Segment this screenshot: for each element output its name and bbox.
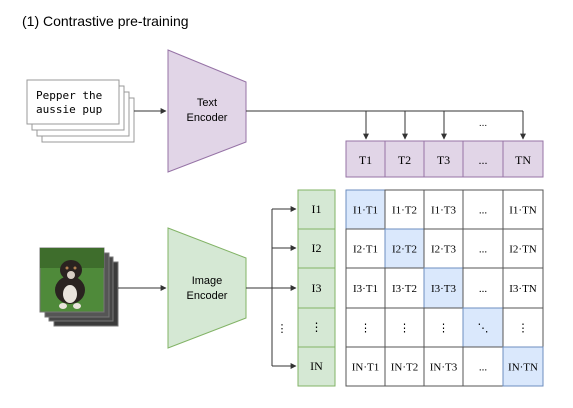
matrix-cell [345,228,386,269]
matrix-cell-label: I3·T3 [431,283,457,295]
image-feature-cell-I3 [297,267,336,309]
matrix-cell-label: ... [479,362,488,374]
matrix-cell-label: IN·T1 [352,362,380,374]
matrix-cell-label: I1·T2 [392,205,417,217]
matrix-cell [423,228,464,269]
input-text-stack: Pepper the aussie pup [26,79,135,143]
matrix-cell-diagonal [345,189,386,230]
dog-paw-left [59,303,67,309]
input-text-line-1: Pepper the [36,89,102,102]
dog-eye-left [65,266,69,270]
matrix-cell-label: ⋱ [478,323,489,335]
matrix-cell-diagonal [384,228,425,269]
dog-photo-grass-shadow [40,248,104,268]
image-feature-cell-ellipsis [297,307,336,348]
matrix-cell [423,346,464,387]
image-feature-label-I3: I3 [312,281,322,295]
input-text-line-2: aussie pup [36,103,102,116]
matrix-cell-diagonal [502,346,544,387]
text-encoder-label-line-1: Text [197,97,217,109]
matrix-cell [462,267,504,309]
input-image-stack [39,247,119,327]
matrix-cell-label: ... [479,205,488,217]
matrix-cell [502,267,544,309]
matrix-cell-label: I2·TN [509,244,537,256]
text-feature-label-TN: TN [515,153,531,167]
matrix-cell-label: IN·T2 [391,362,419,374]
text-feature-row: T1 T2 T3 ... TN [345,140,544,178]
image-feature-cell-IN [297,346,336,387]
matrix-cell-label: IN·TN [508,362,538,374]
matrix-cell [502,307,544,348]
image-encoder-label-line-2: Encoder [187,290,228,302]
text-feature-label-T1: T1 [359,153,372,167]
matrix-cell-label: ⋮ [399,323,410,335]
dog-eye-right [73,266,77,270]
text-feature-label-T2: T2 [398,153,411,167]
matrix-cell-label: I1·T1 [353,205,378,217]
matrix-cell [502,189,544,230]
image-feature-label-IN: IN [310,359,323,373]
matrix-cell-label: I1·T3 [431,205,457,217]
text-feature-cell-TN [502,140,544,178]
image-feature-label-I2: I2 [312,241,322,255]
matrix-cell [384,346,425,387]
text-feature-cell-ellipsis [462,140,504,178]
matrix-cell-label: IN·T3 [430,362,458,374]
diagram-title: (1) Contrastive pre-training [22,13,189,29]
matrix-cell-label: ... [479,283,488,295]
image-feature-column: I1 I2 I3 ⋮ IN [297,189,336,387]
text-feature-cell-T2 [384,140,425,178]
image-feature-label-I1: I1 [312,202,322,216]
image-encoder-label-line-1: Image [192,275,223,287]
matrix-cell-label: I3·T2 [392,283,417,295]
dog-muzzle [67,271,75,279]
matrix-cell-label: I1·TN [509,205,537,217]
dog-chest [63,285,77,303]
matrix-cell-label: ... [479,244,488,256]
matrix-cell [462,228,504,269]
matrix-cell-label: I3·T1 [353,283,378,295]
text-card-front [26,79,120,125]
matrix-cell-diagonal [462,307,504,348]
text-encoder-label-line-2: Encoder [187,112,228,124]
dog-paw-right [73,303,81,309]
image-encoder-block [167,227,247,349]
matrix-cell [462,346,504,387]
matrix-cell-label: ⋮ [518,323,529,335]
image-feature-cell-I1 [297,189,336,230]
matrix-cell-label: I3·TN [509,283,537,295]
text-features-ellipsis: ... [479,118,487,129]
matrix-cell-label: ⋮ [360,323,371,335]
matrix-cell [423,307,464,348]
image-feature-label-ellipsis: ⋮ [311,320,323,334]
text-encoder-block [167,49,247,173]
matrix-cell-label: I2·T1 [353,244,378,256]
matrix-cell-label: I2·T3 [431,244,457,256]
dog-head [60,260,82,280]
text-feature-label-ellipsis: ... [479,153,488,167]
similarity-matrix: I1·T1 I1·T2 I1·T3... I1·TN I2·T1 I2·T2 I2·T3..… [345,189,544,387]
matrix-cell [345,346,386,387]
text-feature-cell-T3 [423,140,464,178]
image-feature-cell-I2 [297,228,336,269]
text-feature-label-T3: T3 [437,153,450,167]
dog-photo [39,247,105,313]
matrix-cell-label: ⋮ [438,323,449,335]
matrix-cell-label: I2·T2 [392,244,417,256]
text-feature-cell-T1 [345,140,386,178]
image-features-ellipsis: ⋮ [277,323,288,335]
matrix-cell [384,189,425,230]
matrix-cell [502,228,544,269]
